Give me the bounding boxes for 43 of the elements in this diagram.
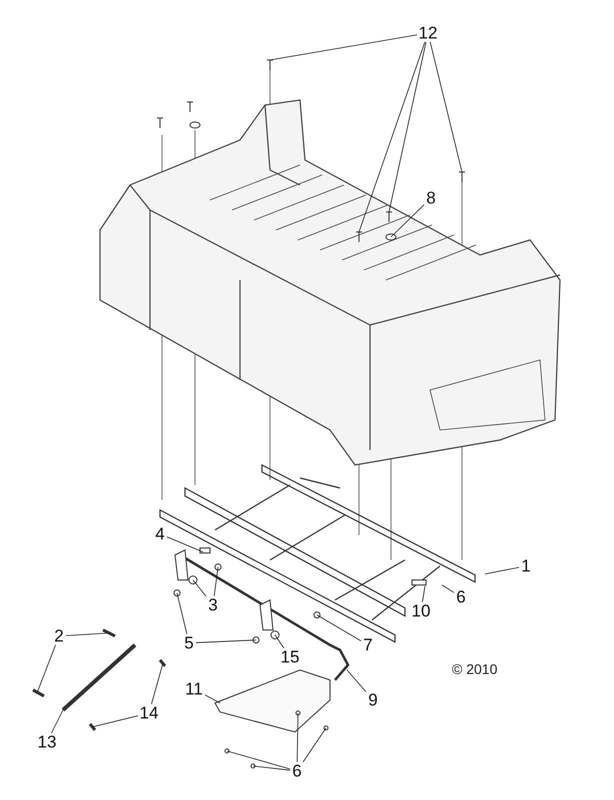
callout-number: 12 — [418, 24, 438, 42]
leader-line — [270, 34, 418, 60]
callout-number: 8 — [426, 190, 436, 206]
leader-line — [176, 592, 188, 634]
callout-number: 13 — [38, 734, 56, 750]
leader-line — [226, 750, 290, 770]
leader-line — [196, 640, 256, 644]
leader-line — [214, 566, 218, 596]
leader-line — [92, 715, 138, 728]
leader-line — [358, 42, 426, 232]
callout-number: 1 — [521, 558, 531, 574]
leader-line — [151, 662, 164, 704]
copyright-note: © 2010 — [452, 660, 498, 679]
callout-number: 3 — [208, 596, 218, 614]
leader-line — [192, 580, 206, 597]
leader-line — [166, 536, 204, 552]
callout-number: 4 — [155, 526, 165, 542]
callout-number: 11 — [185, 680, 203, 698]
leader-line — [36, 644, 56, 694]
leader-line — [204, 694, 220, 704]
leader-line — [316, 614, 362, 642]
leader-line — [388, 42, 426, 212]
leader-line — [346, 670, 366, 692]
leader-line — [66, 632, 110, 636]
callout-number: 14 — [140, 704, 158, 722]
callout-number: 6 — [456, 588, 466, 606]
callout-number: 5 — [184, 634, 194, 652]
callout-number: 6 — [292, 762, 302, 780]
callout-number: 2 — [54, 628, 64, 644]
callout-number: 10 — [412, 602, 430, 620]
leader-line — [296, 712, 298, 762]
callout-number: 9 — [368, 692, 378, 708]
leader-line — [442, 584, 454, 593]
leader-line — [390, 204, 424, 238]
callout-number: 15 — [280, 648, 300, 666]
leader-line — [51, 710, 64, 734]
leader-line — [422, 586, 426, 602]
leader-line — [302, 728, 326, 762]
leader-line — [430, 42, 462, 172]
leader-line — [252, 766, 290, 771]
callout-number: 7 — [363, 636, 373, 654]
leader-line — [484, 566, 520, 574]
leader-line — [274, 634, 284, 648]
